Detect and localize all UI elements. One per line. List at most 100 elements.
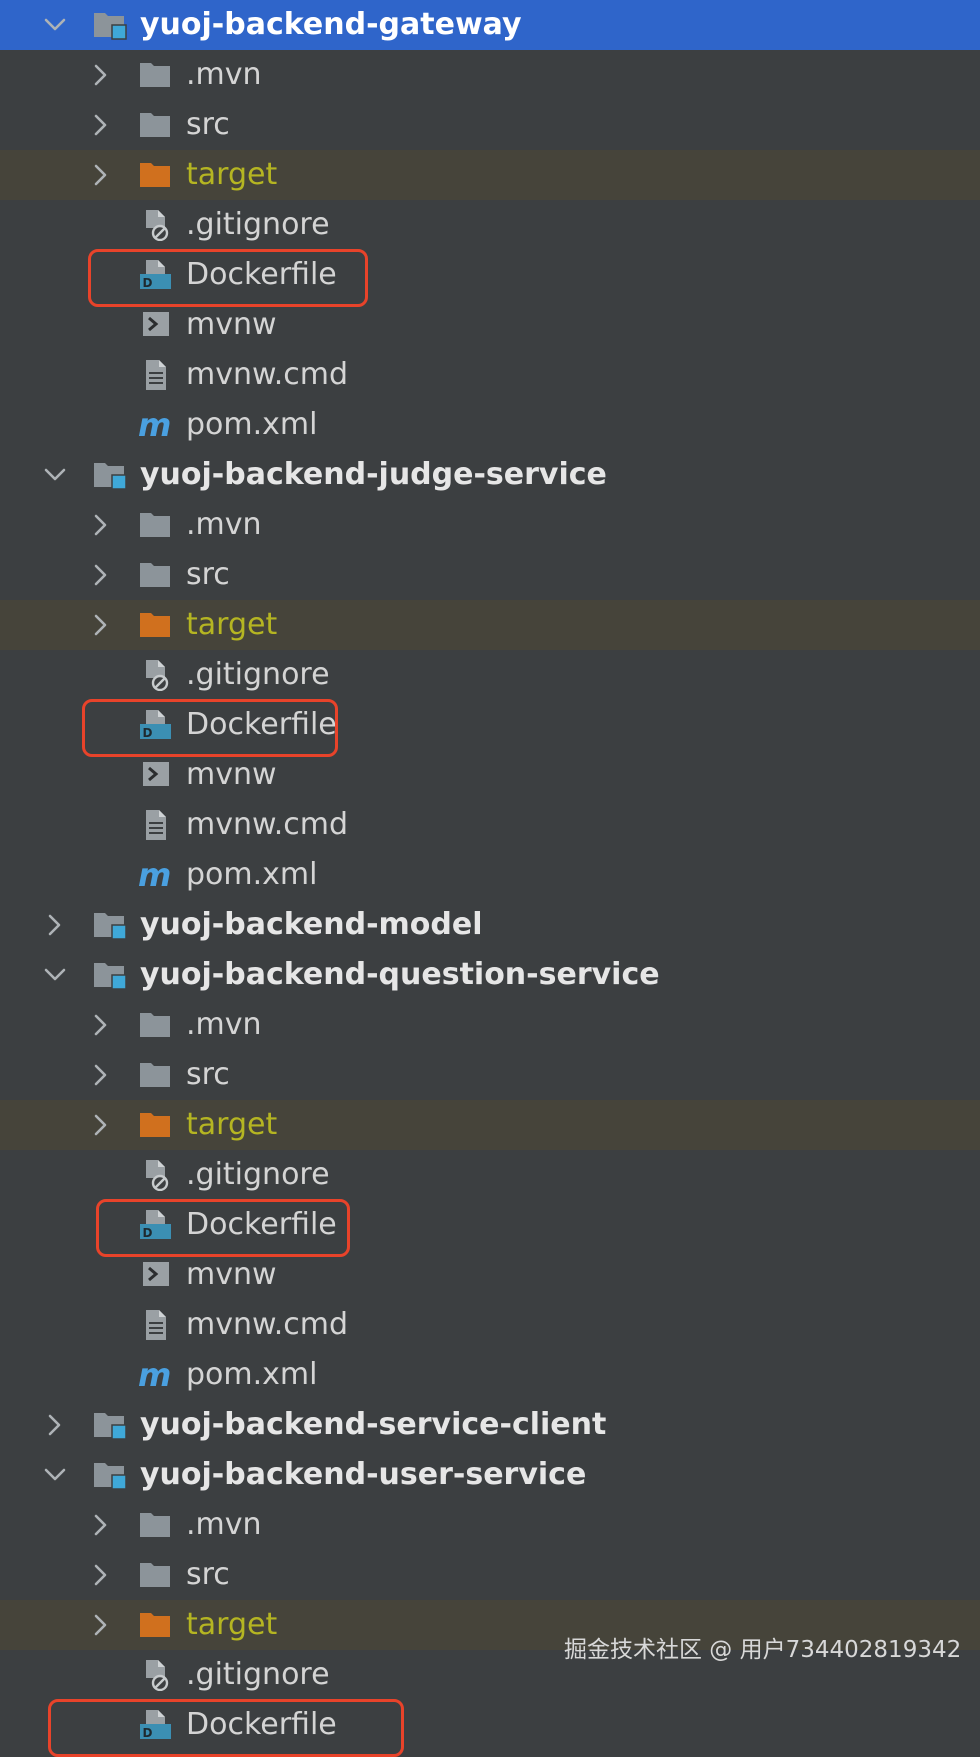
tree-node-label: .gitignore [186, 1657, 330, 1692]
tree-node-label: mvnw.cmd [186, 807, 349, 842]
tree-node-label: yuoj-backend-service-client [140, 1407, 607, 1442]
svg-text:D: D [143, 276, 153, 290]
tree-node[interactable]: src [0, 1050, 980, 1100]
chevron-right-icon[interactable] [88, 1062, 114, 1088]
tree-node-label: Dockerfile [186, 257, 337, 292]
tree-node[interactable]: .gitignore [0, 1650, 980, 1700]
tree-module-node[interactable]: yuoj-backend-user-service [0, 1450, 980, 1500]
chevron-right-icon[interactable] [88, 562, 114, 588]
module-folder-icon [92, 1459, 128, 1491]
folder-icon [138, 1059, 174, 1091]
tree-node[interactable]: .mvn [0, 1500, 980, 1550]
tree-node-label: mvnw [186, 1257, 277, 1292]
svg-text:m: m [138, 1359, 171, 1391]
tree-node[interactable]: target [0, 1100, 980, 1150]
chevron-right-icon[interactable] [42, 912, 68, 938]
tree-node-label: yuoj-backend-question-service [140, 957, 660, 992]
chevron-right-icon[interactable] [88, 1562, 114, 1588]
tree-node-label: pom.xml [186, 857, 318, 892]
tree-node-label: src [186, 107, 230, 142]
gitignore-file-icon [138, 659, 174, 692]
gitignore-file-icon [138, 1659, 174, 1692]
tree-node-label: mvnw [186, 307, 277, 342]
dockerfile-icon: D [138, 259, 174, 291]
maven-icon: m [138, 406, 174, 444]
tree-node[interactable]: mvnw.cmd [0, 800, 980, 850]
tree-node-label: mvnw.cmd [186, 357, 349, 392]
tree-node-label: .gitignore [186, 207, 330, 242]
chevron-right-icon[interactable] [88, 62, 114, 88]
annotation-highlight-box [48, 1699, 404, 1757]
tree-node-label: target [186, 607, 278, 642]
chevron-right-icon[interactable] [88, 1112, 114, 1138]
tree-node-label: .mvn [186, 57, 262, 92]
tree-module-node[interactable]: yuoj-backend-model [0, 900, 980, 950]
annotation-highlight-box [96, 1199, 350, 1257]
tree-node[interactable]: .mvn [0, 500, 980, 550]
gitignore-file-icon [138, 209, 174, 242]
tree-node[interactable]: src [0, 550, 980, 600]
module-folder-icon [92, 1409, 128, 1441]
tree-node[interactable]: D Dockerfile [0, 1200, 980, 1250]
tree-node[interactable]: src [0, 100, 980, 150]
tree-module-node[interactable]: yuoj-backend-service-client [0, 1400, 980, 1450]
dockerfile-icon: D [138, 709, 174, 741]
tree-node-label: target [186, 1107, 278, 1142]
chevron-right-icon[interactable] [88, 162, 114, 188]
tree-node[interactable]: mvnw.cmd [0, 350, 980, 400]
chevron-down-icon[interactable] [42, 12, 68, 38]
tree-node[interactable]: .gitignore [0, 1150, 980, 1200]
tree-module-node[interactable]: yuoj-backend-question-service [0, 950, 980, 1000]
tree-node-label: src [186, 557, 230, 592]
tree-node-label: yuoj-backend-model [140, 907, 483, 942]
tree-node-label: .mvn [186, 507, 262, 542]
tree-node[interactable]: .mvn [0, 1000, 980, 1050]
tree-module-node[interactable]: yuoj-backend-judge-service [0, 450, 980, 500]
tree-module-node[interactable]: yuoj-backend-gateway [0, 0, 980, 50]
tree-node-label: Dockerfile [186, 1207, 337, 1242]
folder-icon [138, 509, 174, 541]
excluded-folder-icon [138, 609, 174, 641]
tree-node-label: .gitignore [186, 657, 330, 692]
shell-script-icon [138, 759, 174, 791]
tree-node[interactable]: target [0, 150, 980, 200]
tree-node[interactable]: m pom.xml [0, 850, 980, 900]
chevron-right-icon[interactable] [88, 512, 114, 538]
tree-node[interactable]: target [0, 1600, 980, 1650]
tree-node[interactable]: .mvn [0, 50, 980, 100]
chevron-right-icon[interactable] [42, 1412, 68, 1438]
chevron-right-icon[interactable] [88, 1012, 114, 1038]
tree-node[interactable]: mvnw [0, 750, 980, 800]
tree-node[interactable]: target [0, 600, 980, 650]
chevron-down-icon[interactable] [42, 462, 68, 488]
maven-icon: m [138, 856, 174, 894]
tree-node[interactable]: .gitignore [0, 200, 980, 250]
chevron-down-icon[interactable] [42, 1462, 68, 1488]
tree-node[interactable]: mvnw.cmd [0, 1300, 980, 1350]
chevron-down-icon[interactable] [42, 962, 68, 988]
chevron-right-icon[interactable] [88, 1512, 114, 1538]
tree-node[interactable]: src [0, 1550, 980, 1600]
module-folder-icon [92, 909, 128, 941]
svg-text:D: D [143, 1226, 153, 1240]
chevron-right-icon[interactable] [88, 112, 114, 138]
tree-node[interactable]: D Dockerfile [0, 250, 980, 300]
text-file-icon [138, 1309, 174, 1341]
tree-node-label: src [186, 1057, 230, 1092]
annotation-highlight-box [82, 699, 338, 757]
tree-node-label: .mvn [186, 1007, 262, 1042]
watermark: 掘金技术社区 @ 用户734402819342 [564, 1637, 962, 1663]
module-folder-icon [92, 959, 128, 991]
chevron-right-icon[interactable] [88, 1612, 114, 1638]
chevron-right-icon[interactable] [88, 612, 114, 638]
tree-node[interactable]: mvnw [0, 300, 980, 350]
folder-icon [138, 1509, 174, 1541]
tree-node[interactable]: mvnw [0, 1250, 980, 1300]
tree-node[interactable]: .gitignore [0, 650, 980, 700]
folder-icon [138, 109, 174, 141]
svg-text:D: D [143, 1726, 153, 1740]
